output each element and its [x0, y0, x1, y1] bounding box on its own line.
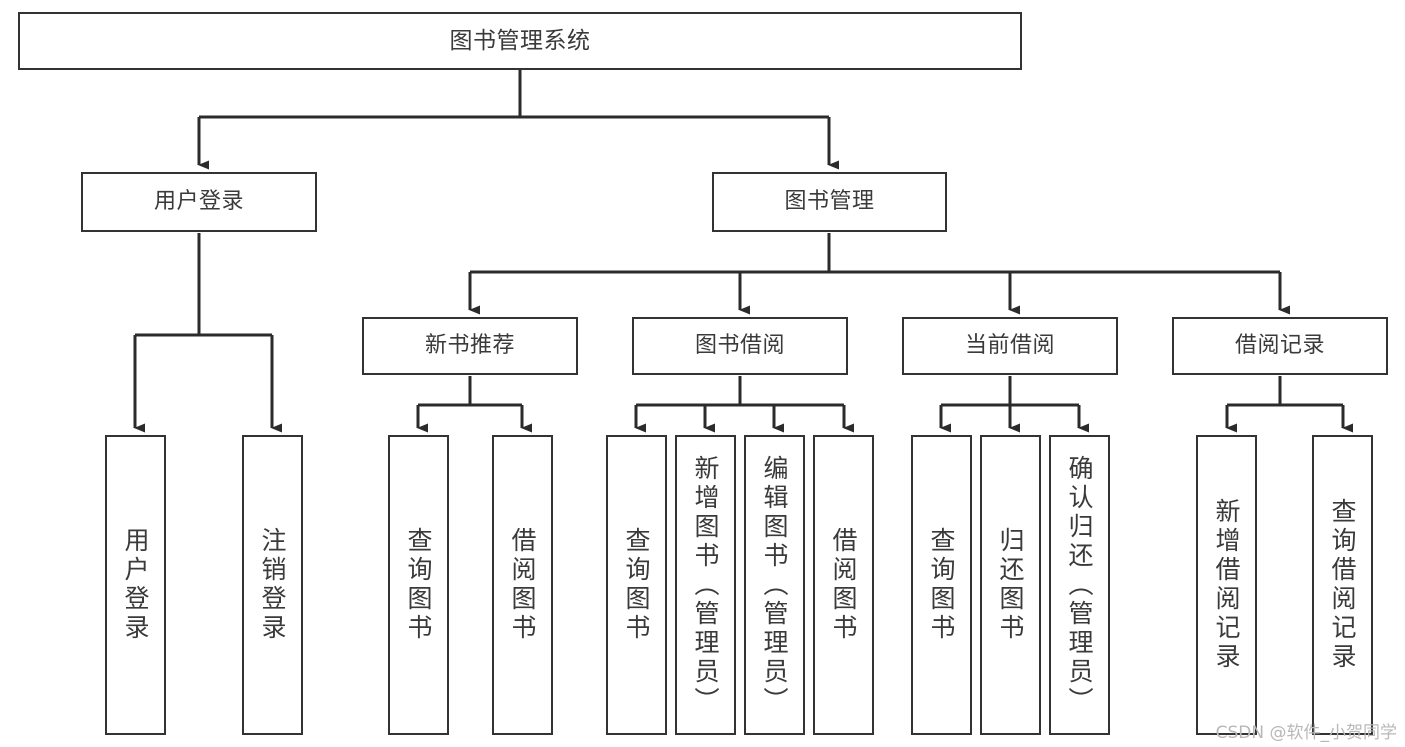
leaf-current-borrow-query[interactable]: 查询图书 — [911, 435, 972, 735]
node-book-management[interactable]: 图书管理 — [712, 172, 947, 232]
node-label: 注销登录 — [258, 527, 287, 643]
node-label: 用户登录 — [153, 189, 244, 215]
node-label: 查询图书 — [927, 527, 956, 643]
leaf-borrow-record-query[interactable]: 查询借阅记录 — [1312, 435, 1373, 735]
csdn-watermark: CSDN @软件_小贺同学 — [1215, 723, 1397, 743]
node-label: 当前借阅 — [964, 333, 1055, 359]
node-borrow-record[interactable]: 借阅记录 — [1172, 317, 1388, 375]
node-label: 查询借阅记录 — [1328, 498, 1357, 672]
leaf-new-book-query[interactable]: 查询图书 — [388, 435, 449, 735]
node-label: 图书借阅 — [694, 333, 785, 359]
node-label: 图书管理 — [784, 189, 875, 215]
leaf-current-borrow-return[interactable]: 归还图书 — [980, 435, 1041, 735]
node-label: 归还图书 — [996, 527, 1025, 643]
leaf-book-borrow-query[interactable]: 查询图书 — [606, 435, 667, 735]
leaf-book-borrow-edit[interactable]: 编辑图书（管理员） — [744, 435, 805, 735]
node-root-system[interactable]: 图书管理系统 — [18, 12, 1022, 70]
node-label: 借阅图书 — [508, 527, 537, 643]
leaf-borrow-record-add[interactable]: 新增借阅记录 — [1196, 435, 1257, 735]
leaf-book-borrow-borrow[interactable]: 借阅图书 — [813, 435, 874, 735]
node-label: 编辑图书（管理员） — [760, 454, 789, 716]
node-book-borrow[interactable]: 图书借阅 — [632, 317, 848, 375]
node-label: 确认归还（管理员） — [1065, 454, 1094, 716]
node-new-book-recommend[interactable]: 新书推荐 — [362, 317, 578, 375]
node-current-borrow[interactable]: 当前借阅 — [902, 317, 1118, 375]
node-label: 用户登录 — [121, 527, 150, 643]
node-label: 查询图书 — [404, 527, 433, 643]
node-label: 图书管理系统 — [449, 27, 591, 54]
node-label: 新书推荐 — [424, 333, 515, 359]
leaf-book-borrow-add[interactable]: 新增图书（管理员） — [675, 435, 736, 735]
leaf-user-login-login[interactable]: 用户登录 — [105, 435, 166, 735]
node-user-login[interactable]: 用户登录 — [81, 172, 317, 232]
node-label: 借阅记录 — [1234, 333, 1325, 359]
node-label: 借阅图书 — [829, 527, 858, 643]
leaf-new-book-borrow[interactable]: 借阅图书 — [492, 435, 553, 735]
node-label: 查询图书 — [622, 527, 651, 643]
node-label: 新增图书（管理员） — [691, 454, 720, 716]
leaf-user-login-logout[interactable]: 注销登录 — [242, 435, 303, 735]
node-label: 新增借阅记录 — [1212, 498, 1241, 672]
leaf-current-borrow-confirm-return[interactable]: 确认归还（管理员） — [1049, 435, 1110, 735]
